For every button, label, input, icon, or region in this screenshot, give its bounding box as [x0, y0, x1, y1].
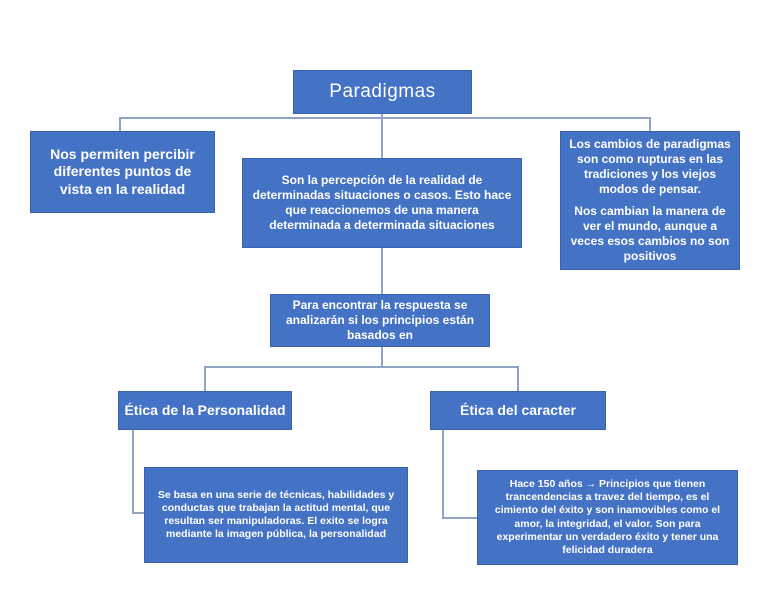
node-etica-caracter-label: Ética del caracter: [460, 401, 576, 418]
node-etica-caracter-detalle: Hace 150 años → Principios que tienen tr…: [477, 470, 738, 565]
connector-stub-ethics-character: [517, 366, 519, 392]
node-paradigmas-title: Paradigmas: [293, 70, 472, 114]
node-question-text: Para encontrar la respuesta se analizará…: [285, 298, 475, 342]
node-etica-personalidad: Ética de la Personalidad: [118, 391, 292, 430]
node-cambios-paradigmas: Los cambios de paradigmas son como ruptu…: [560, 131, 740, 270]
connector-top-rail: [119, 117, 651, 119]
node-encontrar-respuesta: Para encontrar la respuesta se analizará…: [270, 294, 490, 347]
connector-stub-center: [381, 117, 383, 159]
connector-personality-elbow-vertical: [132, 430, 134, 514]
node-center-text: Son la percepción de la realidad de dete…: [252, 173, 512, 232]
node-left-text: Nos permiten percibir diferentes puntos …: [50, 145, 195, 197]
node-etica-caracter: Ética del caracter: [430, 391, 606, 430]
node-percepcion-realidad: Son la percepción de la realidad de dete…: [242, 158, 522, 248]
node-paradigmas-label: Paradigmas: [329, 81, 436, 103]
node-right-paragraph-2: Nos cambian la manera de ver el mundo, a…: [570, 204, 730, 263]
connector-character-elbow-vertical: [442, 430, 444, 519]
connector-question-stub: [381, 347, 383, 368]
connector-root-stub: [381, 113, 383, 119]
connector-character-elbow-horizontal: [442, 517, 478, 519]
node-etica-personalidad-detalle: Se basa en una serie de técnicas, habili…: [144, 467, 408, 563]
node-right-paragraph-1: Los cambios de paradigmas son como ruptu…: [569, 137, 731, 196]
connector-personality-elbow-horizontal: [132, 512, 145, 514]
connector-stub-left: [119, 117, 121, 132]
connector-stub-right: [649, 117, 651, 132]
node-character-detail-text: Hace 150 años → Principios que tienen tr…: [494, 478, 721, 556]
node-etica-personalidad-label: Ética de la Personalidad: [124, 401, 286, 418]
connector-center-to-question: [381, 248, 383, 295]
connector-stub-ethics-personality: [204, 366, 206, 392]
connector-middle-rail: [204, 366, 519, 368]
node-percibir-puntos-de-vista: Nos permiten percibir diferentes puntos …: [30, 131, 215, 213]
node-personality-detail-text: Se basa en una serie de técnicas, habili…: [157, 488, 395, 541]
